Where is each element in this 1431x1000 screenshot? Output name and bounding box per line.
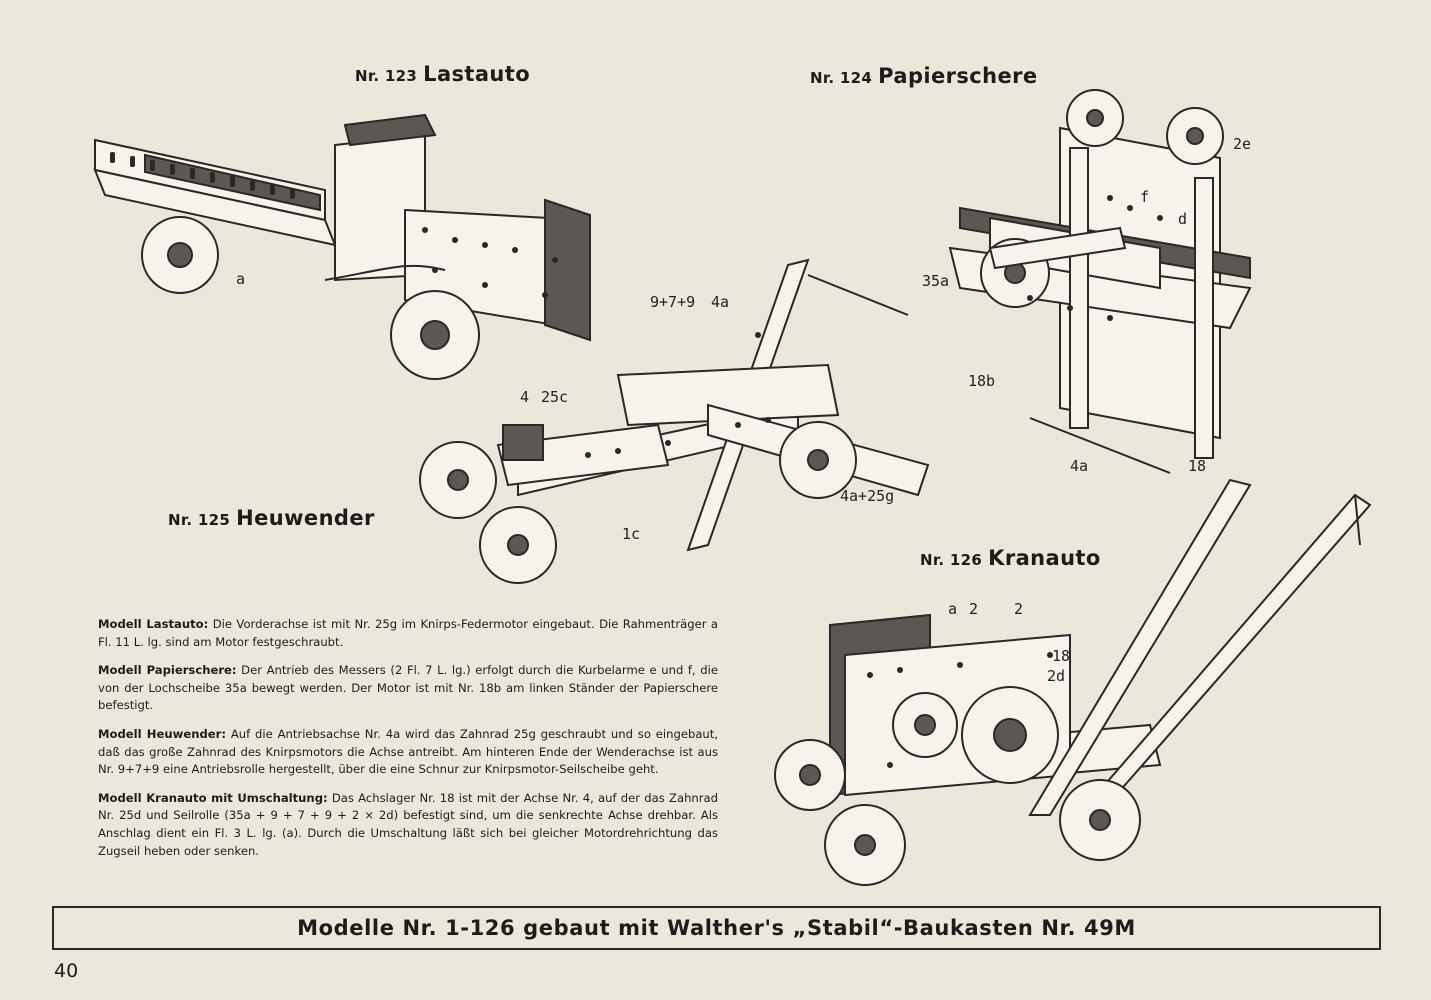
description-body: Auf die Antriebsachse Nr. 4a wird das Za… (98, 726, 719, 777)
description-paragraph: Modell Heuwender: Auf die Antriebsachse … (98, 726, 718, 779)
description-heading: Modell Kranauto mit Umschaltung: (98, 790, 328, 805)
description-body: Der Antrieb des Messers (2 Fl. 7 L. lg.)… (98, 663, 719, 713)
footer-banner-text: Modelle Nr. 1-126 gebaut mit Walther's „… (297, 916, 1136, 940)
description-heading: Modell Lastauto: (98, 617, 209, 631)
part-label: 2d (1047, 667, 1066, 685)
model-name: Kranauto (988, 546, 1101, 570)
part-label: 4a (711, 293, 730, 311)
part-label: 2 (969, 600, 979, 618)
part-label: 4a+25g (840, 487, 895, 505)
description-paragraph: Modell Papierschere: Der Antrieb des Mes… (98, 662, 718, 715)
page-number: 40 (54, 960, 79, 982)
footer-banner: Modelle Nr. 1-126 gebaut mit Walther's „… (52, 906, 1381, 950)
description-paragraph: Modell Kranauto mit Umschaltung: Das Ach… (98, 790, 718, 860)
model-name: Papierschere (878, 64, 1038, 88)
title-model-126: Nr. 126 Kranauto (920, 546, 1101, 570)
model-number: Nr. 124 (810, 69, 873, 87)
part-label: 18 (1188, 457, 1207, 475)
part-label: f (1140, 188, 1150, 206)
papierschere-illustration (948, 89, 1252, 474)
title-model-124: Nr. 124 Papierschere (810, 64, 1038, 88)
model-number: Nr. 125 (168, 511, 231, 529)
part-label: 35a (922, 272, 950, 290)
title-model-123: Nr. 123 Lastauto (355, 62, 530, 86)
part-label: a (236, 270, 246, 288)
part-label: 4a (1070, 457, 1089, 475)
kranauto-illustration (774, 478, 1372, 886)
description-heading: Modell Papierschere: (98, 663, 237, 678)
part-label: 18b (968, 372, 996, 390)
part-label: a (948, 600, 958, 618)
heuwender-illustration (419, 258, 930, 584)
part-label: 1c (622, 525, 641, 543)
part-label: d (1178, 210, 1188, 228)
part-label: 2 (1014, 600, 1024, 618)
description-body: Das Achslager Nr. 18 ist mit der Achse N… (98, 790, 718, 858)
lastauto-illustration (93, 113, 591, 380)
part-label: 25c (541, 388, 569, 406)
part-label: 4 (520, 388, 530, 406)
model-name: Lastauto (423, 62, 531, 86)
title-model-125: Nr. 125 Heuwender (168, 506, 375, 530)
description-body: Die Vorderachse ist mit Nr. 25g im Knirp… (98, 617, 719, 649)
model-number: Nr. 126 (920, 551, 983, 569)
model-name: Heuwender (236, 506, 375, 530)
model-descriptions: Modell Lastauto: Die Vorderachse ist mit… (98, 616, 718, 871)
model-number: Nr. 123 (355, 67, 418, 85)
part-label: 18 (1052, 647, 1071, 665)
description-paragraph: Modell Lastauto: Die Vorderachse ist mit… (98, 616, 718, 651)
description-heading: Modell Heuwender: (98, 726, 226, 741)
part-label: 2e (1233, 135, 1252, 153)
part-label: 9+7+9 (650, 293, 696, 311)
